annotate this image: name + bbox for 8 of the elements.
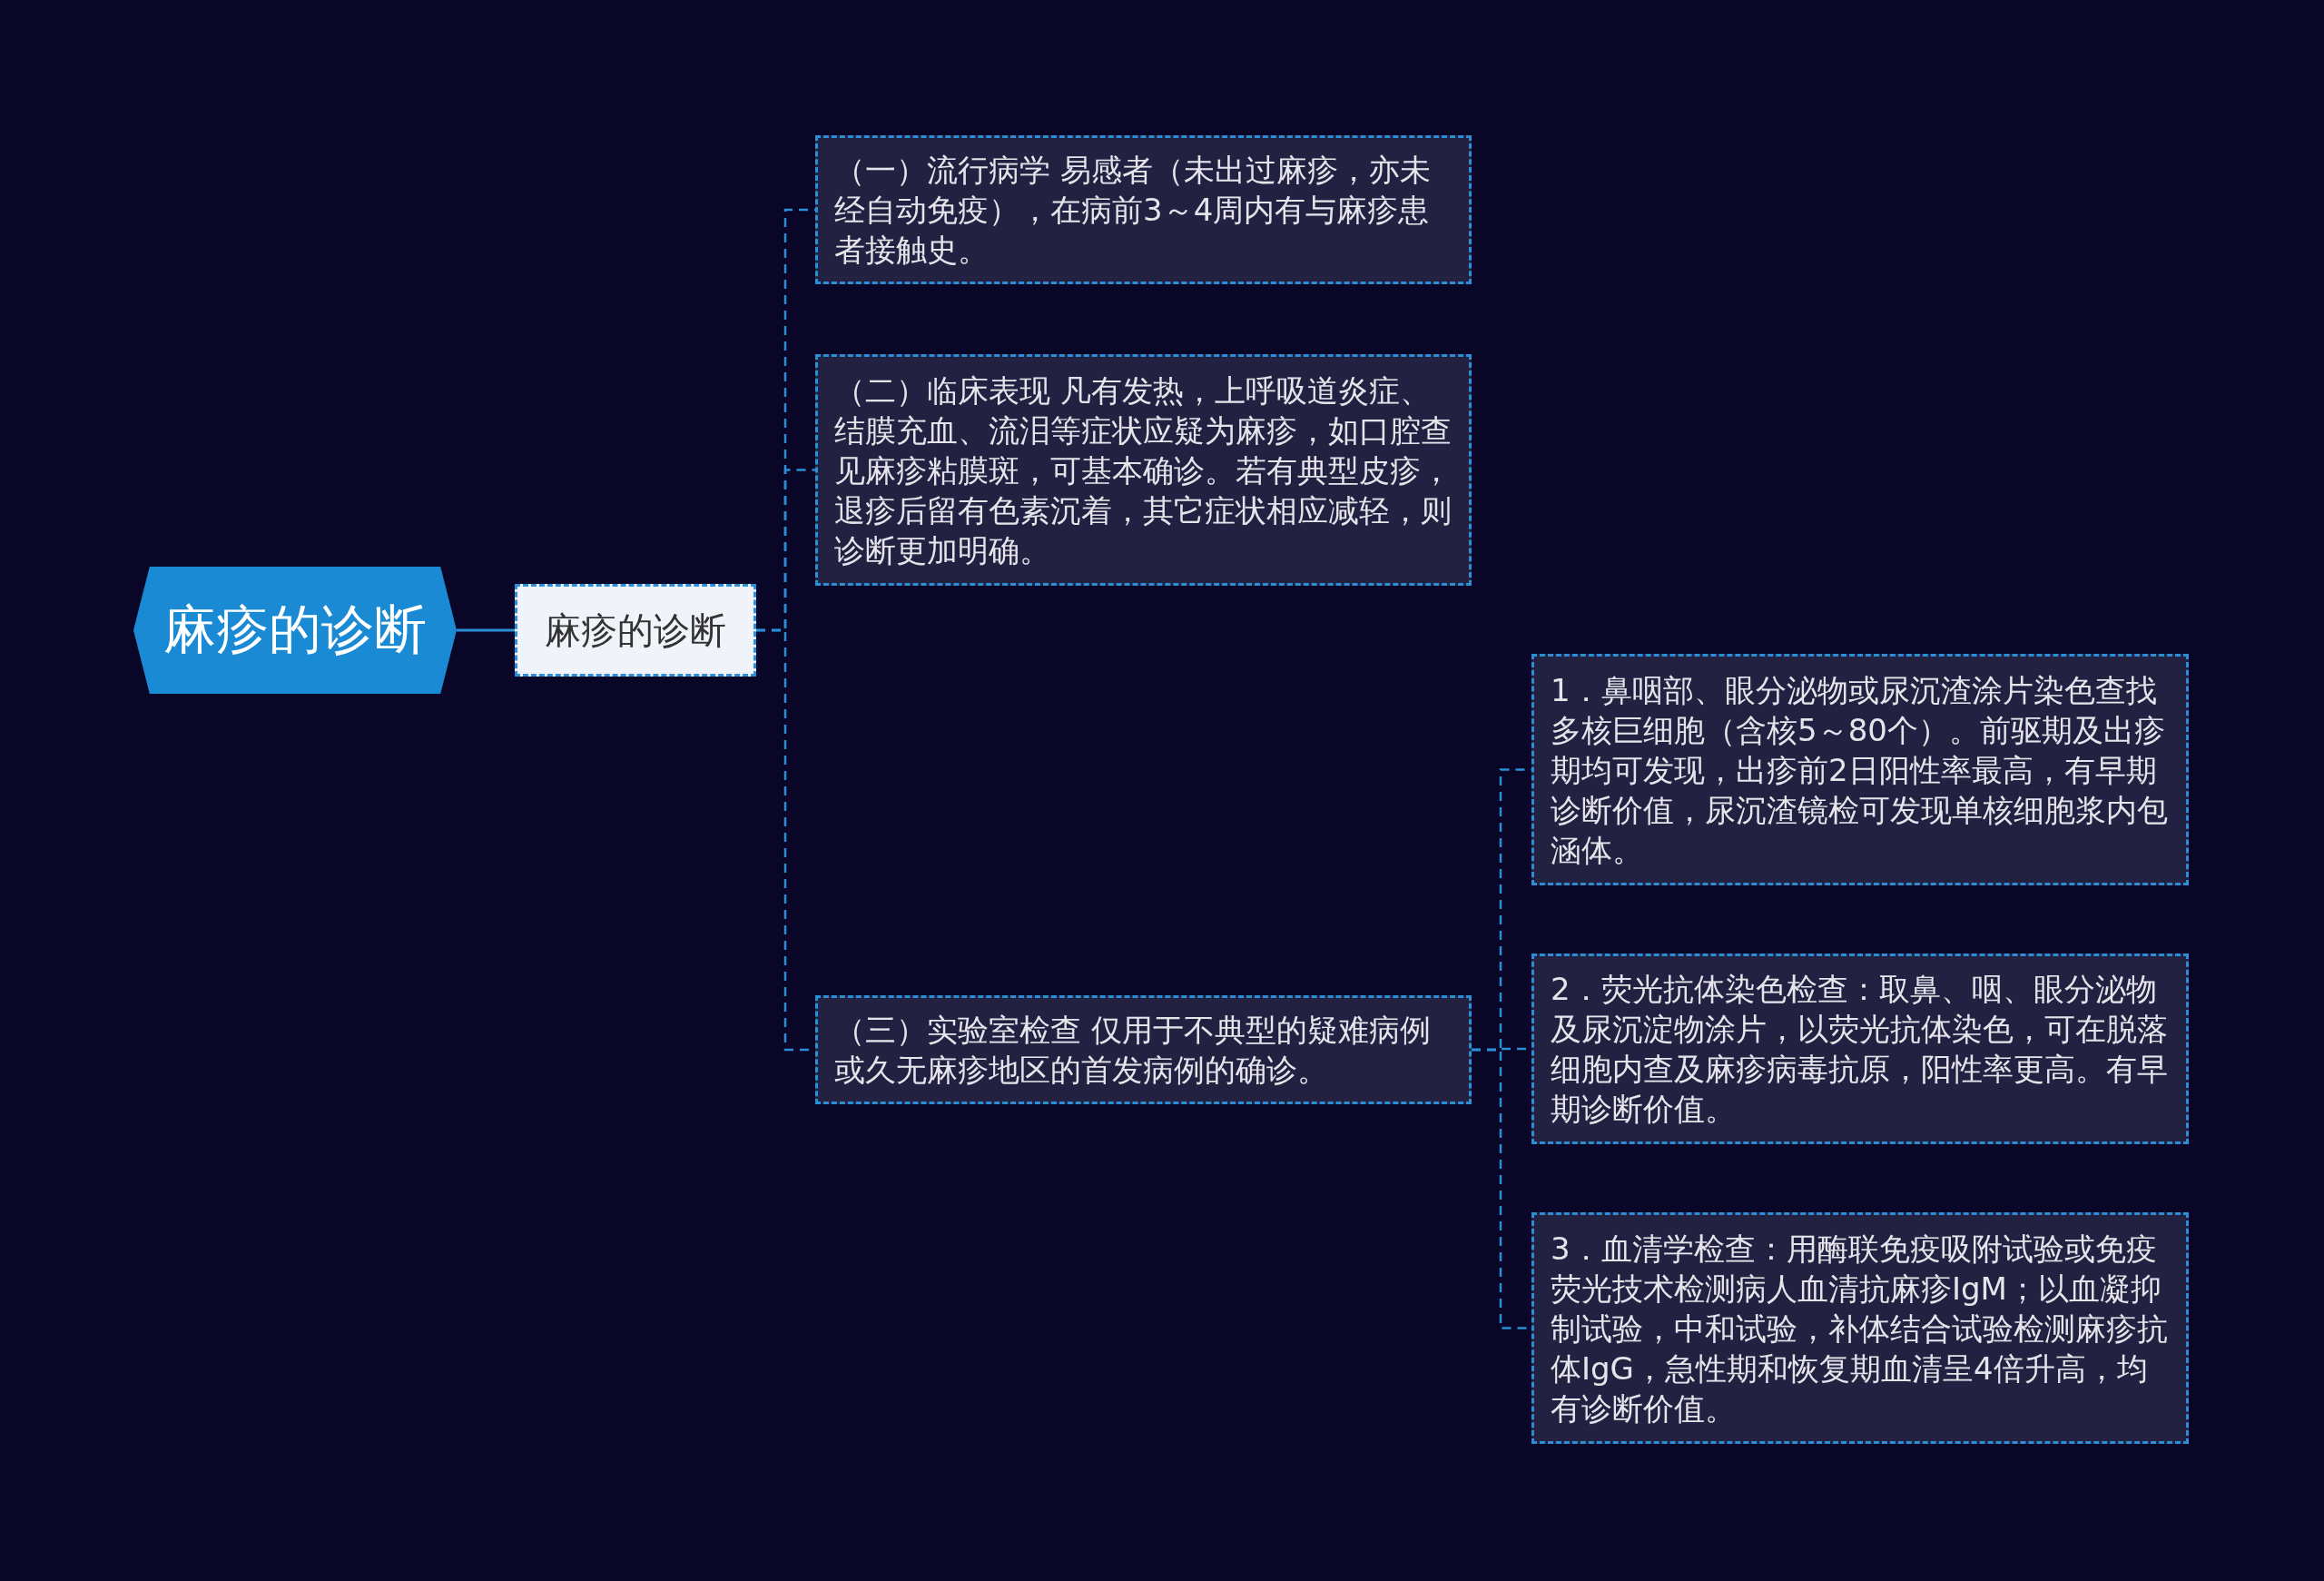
connector-line bbox=[457, 628, 515, 632]
text-box: 2．荧光抗体染色检查：取鼻、咽、眼分泌物及尿沉淀物涂片，以荧光抗体染色，可在脱落细胞内查及麻疹病毒抗原，阳性率更高。有早期诊断价值。 bbox=[1531, 954, 2189, 1144]
text-box: （三）实验室检查 仅用于不典型的疑难病例或久无麻疹地区的首发病例的确诊。 bbox=[815, 995, 1472, 1104]
text-box: （一）流行病学 易感者（未出过麻疹，亦未经自动免疫），在病前3～4周内有与麻疹患者接触史。 bbox=[815, 135, 1472, 284]
text-box: 1．鼻咽部、眼分泌物或尿沉渣涂片染色查找多核巨细胞（含核5～80个）。前驱期及出疹期均可发现，出疹前2日阳性率最高，有早期诊断价值，尿沉渣镜检可发现单核细胞浆内包涵体。 bbox=[1531, 654, 2189, 885]
subtopic-box: 麻疹的诊断 bbox=[515, 584, 756, 677]
text-box: （二）临床表现 凡有发热，上呼吸道炎症、结膜充血、流泪等症状应疑为麻疹，如口腔查见麻疹粘膜斑，可基本确诊。若有典型皮疹，退疹后留有色素沉着，其它症状相应减轻，则诊断更加明确。 bbox=[815, 354, 1472, 586]
text-box: 3．血清学检查：用酶联免疫吸附试验或免疫荧光技术检测病人血清抗麻疹IgM；以血凝抑制试验，中和试验，补体结合试验检测麻疹抗体IgG，急性期和恢复期血清呈4倍升高，均有诊断价值。 bbox=[1531, 1212, 2189, 1444]
